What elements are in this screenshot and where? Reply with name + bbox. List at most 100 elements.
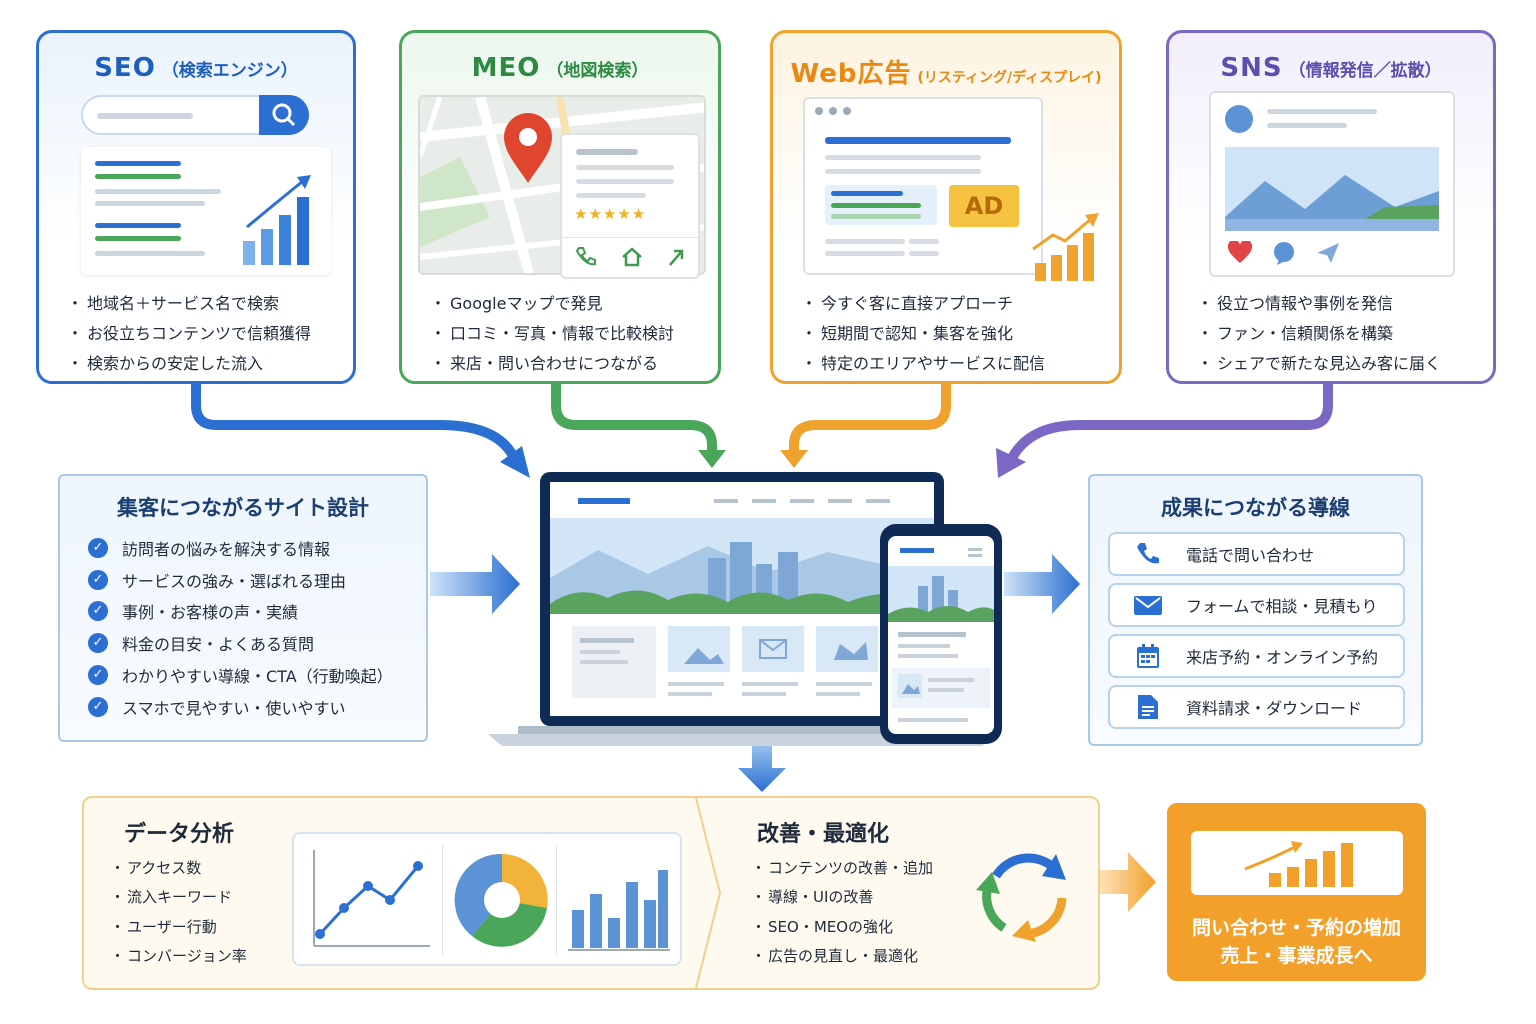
result-label: 資料請求・ダウンロード <box>1186 699 1363 718</box>
check-icon: ✓ <box>88 633 108 654</box>
search-results-illustration <box>81 147 331 275</box>
improvement-list: コンテンツの改善・追加 導線・UIの改善 SEO・MEOの強化 広告の見直し・最… <box>751 854 933 971</box>
avatar <box>1225 105 1253 133</box>
sns-connector-arrowhead <box>996 448 1026 478</box>
meo-connector-arrowhead <box>698 450 726 468</box>
meo-card-title: MEO（地図検索） <box>402 53 718 83</box>
seo-connector-arrow <box>191 384 520 463</box>
meo-title: MEO <box>471 53 541 83</box>
list-item: 口コミ・写真・情報で比較検討 <box>430 319 706 349</box>
cycle-arrows-icon <box>976 853 1067 942</box>
check-icon: ✓ <box>88 696 108 717</box>
web-card-title: Web広告 (リスティング/ディスプレイ) <box>773 53 1119 90</box>
list-item: 広告の見直し・最適化 <box>751 942 933 971</box>
site-to-analysis-arrow <box>738 744 786 792</box>
list-item: ✓料金の目安・よくある質問 <box>88 627 393 659</box>
map-pin-icon <box>504 113 552 183</box>
list-item: 今すぐ客に直接アプローチ <box>801 289 1107 319</box>
web-subtitle: (リスティング/ディスプレイ) <box>917 70 1102 86</box>
home-icon <box>622 247 642 267</box>
ad-badge: AD <box>949 185 1019 227</box>
list-item: コンバージョン率 <box>110 942 247 971</box>
result-label: 電話で問い合わせ <box>1186 546 1315 565</box>
list-item: SEO・MEOの強化 <box>751 913 933 942</box>
list-item: 流入キーワード <box>110 883 247 912</box>
search-bar-illustration <box>81 95 309 135</box>
directions-icon <box>669 249 684 266</box>
seo-subtitle: （検索エンジン） <box>161 61 298 81</box>
site-design-title: 集客につながるサイト設計 <box>117 496 369 520</box>
data-analysis-list: アクセス数 流入キーワード ユーザー行動 コンバージョン率 <box>110 854 247 971</box>
meo-subtitle: （地図検索） <box>546 61 649 81</box>
check-icon: ✓ <box>88 569 108 590</box>
list-item: ✓スマホで見やすい・使いやすい <box>88 691 393 723</box>
list-item: アクセス数 <box>110 854 247 883</box>
list-item: 検索からの安定した流入 <box>67 349 341 379</box>
search-icon <box>259 95 309 135</box>
phone-icon <box>575 247 596 266</box>
web-connector-arrowhead <box>780 450 808 468</box>
seo-card-title: SEO（検索エンジン） <box>39 53 353 83</box>
result-item-form: フォームで相談・見積もり <box>1108 583 1405 627</box>
list-item: コンテンツの改善・追加 <box>751 854 933 883</box>
result-item-reservation: 来店予約・オンライン予約 <box>1108 634 1405 678</box>
browser-illustration: AD <box>803 97 1043 275</box>
check-icon: ✓ <box>88 665 108 686</box>
list-item: 特定のエリアやサービスに配信 <box>801 349 1107 379</box>
landscape-image <box>1225 147 1439 231</box>
list-item: ✓サービスの強み・選ばれる理由 <box>88 564 393 596</box>
data-analysis-title: データ分析 <box>124 822 235 847</box>
star-rating: ★★★★★ <box>574 205 647 223</box>
sns-card-title: SNS（情報発信／拡散） <box>1169 53 1493 83</box>
design-to-site-arrow <box>430 554 520 614</box>
list-item: ✓事例・お客様の声・実績 <box>88 596 393 628</box>
goal-text-line1: 問い合わせ・予約の増加 <box>1191 917 1401 939</box>
pie-chart-icon <box>454 853 548 947</box>
section-divider-chevron <box>695 798 722 988</box>
list-item: Googleマップで発見 <box>430 289 706 319</box>
site-to-results-arrow <box>1004 554 1080 614</box>
comment-icon <box>1274 242 1294 265</box>
list-item: ユーザー行動 <box>110 913 247 942</box>
result-item-phone: 電話で問い合わせ <box>1108 532 1405 576</box>
business-info-card: ★★★★★ <box>560 133 700 279</box>
line-chart-icon <box>313 850 430 947</box>
goal-box: 問い合わせ・予約の増加 売上・事業成長へ <box>1167 803 1426 981</box>
calendar-icon <box>1137 644 1159 668</box>
mail-icon <box>1134 596 1162 615</box>
seo-card: SEO（検索エンジン） 地域名＋サービス名で検索 お役立ちコンテンツで信頼獲得 … <box>36 30 356 384</box>
social-post-illustration <box>1209 91 1455 277</box>
document-icon <box>1138 695 1158 719</box>
seo-bullets: 地域名＋サービス名で検索 お役立ちコンテンツで信頼獲得 検索からの安定した流入 <box>67 289 341 379</box>
list-item: シェアで新たな見込み客に届く <box>1197 349 1481 379</box>
analytics-panel <box>292 832 682 966</box>
conversion-paths-box: 成果につながる導線 電話で問い合わせ フォームで相談・見積もり 来店予約・オンラ… <box>1088 474 1423 746</box>
growth-chart-icon <box>1032 213 1099 281</box>
list-item: 地域名＋サービス名で検索 <box>67 289 341 319</box>
list-item: 役立つ情報や事例を発信 <box>1197 289 1481 319</box>
share-icon <box>1317 243 1339 263</box>
list-item: ✓わかりやすい導線・CTA（行動喚起） <box>88 659 393 691</box>
web-bullets: 今すぐ客に直接アプローチ 短期間で認知・集客を強化 特定のエリアやサービスに配信 <box>801 289 1107 379</box>
website-device-illustration <box>488 472 1002 746</box>
web-connector-arrow <box>789 384 951 452</box>
seo-title: SEO <box>94 53 156 83</box>
growth-chart-icon <box>243 175 311 265</box>
web-ad-card: Web広告 (リスティング/ディスプレイ) AD 今すぐ客に直接アプローチ 短期間… <box>770 30 1122 384</box>
meo-card: MEO（地図検索） ★★★★★ Googleマップで発見 口コミ・写真・情報で比 <box>399 30 721 384</box>
list-item: 来店・問い合わせにつながる <box>430 349 706 379</box>
check-icon: ✓ <box>88 601 108 622</box>
bar-chart-icon <box>568 870 670 951</box>
improvement-title: 改善・最適化 <box>757 822 890 847</box>
site-design-list: ✓訪問者の悩みを解決する情報 ✓サービスの強み・選ばれる理由 ✓事例・お客様の声… <box>88 532 393 723</box>
heart-icon <box>1227 241 1253 263</box>
list-item: 短期間で認知・集客を強化 <box>801 319 1107 349</box>
sns-title: SNS <box>1220 53 1283 83</box>
site-design-box: 集客につながるサイト設計 ✓訪問者の悩みを解決する情報 ✓サービスの強み・選ばれ… <box>58 474 428 742</box>
result-label: フォームで相談・見積もり <box>1186 597 1378 616</box>
web-title: Web広告 <box>790 59 912 89</box>
meo-connector-arrow <box>551 384 717 452</box>
phone-icon <box>1137 543 1159 564</box>
improve-to-goal-arrow <box>1100 852 1156 912</box>
